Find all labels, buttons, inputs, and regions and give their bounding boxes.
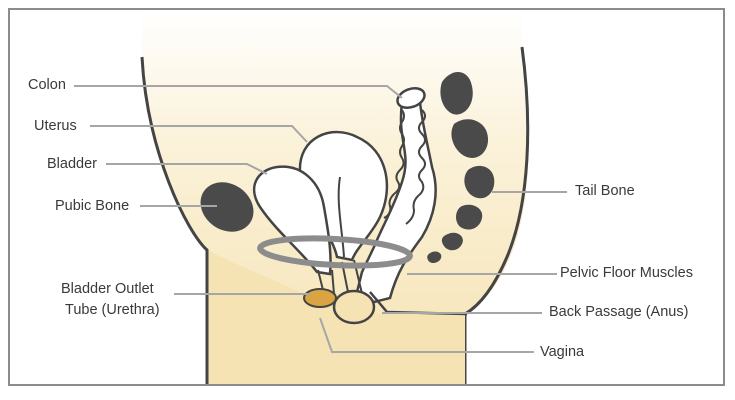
label-uterus: Uterus [34, 118, 77, 134]
colon-shape [355, 100, 437, 304]
label-pelvic-floor-muscles: Pelvic Floor Muscles [560, 265, 693, 281]
pelvic-anatomy-illustration [74, 10, 567, 384]
label-urethra-line2: Tube (Urethra) [65, 302, 160, 318]
leader-colon [74, 85, 403, 99]
pelvic-floor-ring [257, 235, 413, 269]
vaginal-opening [332, 289, 376, 325]
label-urethra-line1: Bladder Outlet [61, 281, 154, 297]
leader-uterus [90, 125, 308, 143]
leader-lines [74, 85, 567, 353]
urethra-opening [303, 288, 337, 308]
leader-bladder [106, 163, 268, 175]
label-vagina: Vagina [540, 344, 585, 360]
label-tail-bone: Tail Bone [575, 183, 635, 199]
spine-vertebrae [427, 71, 495, 263]
label-back-passage: Back Passage (Anus) [549, 304, 689, 320]
label-bladder: Bladder [47, 156, 97, 172]
label-pubic-bone: Pubic Bone [55, 198, 130, 214]
label-colon: Colon [28, 77, 66, 93]
bladder-shape [253, 165, 332, 276]
leader-vagina [319, 317, 534, 353]
pubic-bone-shape [200, 182, 254, 232]
diagram-frame: Colon Uterus Bladder Pubic Bone Bladder … [8, 8, 725, 386]
